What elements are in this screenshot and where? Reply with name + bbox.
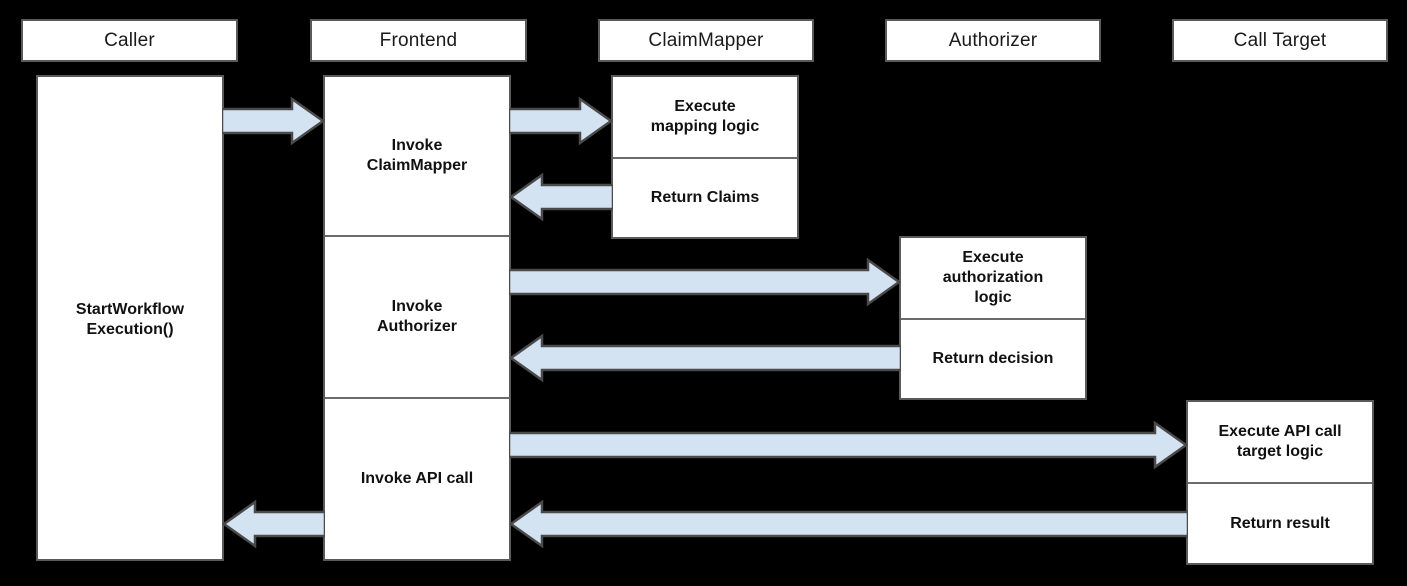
activation-frontend-invoke-api-call-line1: Invoke API call [360,470,474,487]
message-arrow-invoke-claimmapper-call [509,97,613,145]
activation-authorizer-segment-execute-authorization-logic: Execute authorization logic [901,238,1085,318]
activation-frontend-invoke-authorizer-line1: Invoke [391,298,443,315]
lifeline-header-authorizer: Authorizer [885,19,1101,62]
activation-frontend-invoke-authorizer-line2: Authorizer [377,318,457,335]
lifeline-header-caller-label: Caller [104,29,155,51]
activation-frontend-invoke-claimmapper-line1: Invoke [391,137,443,154]
activation-claimmapper-execute-line2: mapping logic [650,118,760,135]
activation-frontend-invoke-claimmapper-line2: ClaimMapper [366,157,468,174]
message-arrow-return-decision-response [509,334,901,382]
activation-caller: StartWorkflow Execution() [36,75,224,561]
activation-claimmapper-execute-line1: Execute [674,98,736,115]
lifeline-header-claimmapper-label: ClaimMapper [648,29,764,51]
activation-authorizer: Execute authorization logic Return decis… [899,236,1087,400]
lifeline-header-claimmapper: ClaimMapper [598,19,814,62]
activation-calltarget-execute-line2: target logic [1236,443,1324,460]
activation-authorizer-execute-line2: authorization [942,269,1044,286]
activation-authorizer-return-decision-line1: Return decision [932,350,1054,367]
message-arrow-invoke-api-call [509,421,1188,469]
message-arrow-return-claims-response [509,173,613,221]
lifeline-header-authorizer-label: Authorizer [948,29,1038,51]
activation-claimmapper-segment-execute-mapping-logic: Execute mapping logic [613,77,797,157]
activation-frontend-segment-invoke-authorizer: Invoke Authorizer [325,235,509,397]
activation-caller-line2: Execution() [86,321,174,338]
activation-frontend-segment-invoke-claimmapper: Invoke ClaimMapper [325,77,509,235]
activation-authorizer-execute-line3: logic [974,289,1012,306]
activation-claimmapper-segment-return-claims: Return Claims [613,157,797,237]
lifeline-header-calltarget-label: Call Target [1233,29,1327,51]
lifeline-header-caller: Caller [21,19,238,62]
activation-calltarget-execute-line1: Execute API call [1218,423,1342,440]
activation-calltarget-return-result-line1: Return result [1230,514,1330,532]
message-arrow-start-workflow-execution-call [222,97,325,145]
activation-authorizer-execute-line1: Execute [962,249,1024,266]
activation-frontend-segment-invoke-api-call: Invoke API call [325,397,509,559]
activation-caller-segment-start-workflow: StartWorkflow Execution() [38,77,222,563]
activation-caller-line1: StartWorkflow [75,301,185,318]
activation-calltarget-segment-return-result: Return result [1188,482,1372,563]
activation-calltarget-segment-execute-api-call-target-logic: Execute API call target logic [1188,402,1372,482]
activation-authorizer-segment-return-decision: Return decision [901,318,1085,398]
message-arrow-return-result-response [509,500,1188,548]
lifeline-header-calltarget: Call Target [1172,19,1388,62]
lifeline-header-frontend-label: Frontend [379,29,458,51]
activation-claimmapper: Execute mapping logic Return Claims [611,75,799,239]
message-arrow-invoke-authorizer-call [509,258,901,306]
message-arrow-return-to-caller-response [222,500,325,548]
activation-frontend: Invoke ClaimMapper Invoke Authorizer Inv… [323,75,511,561]
activation-claimmapper-return-claims-line1: Return Claims [650,189,760,206]
activation-calltarget: Execute API call target logic Return res… [1186,400,1374,565]
lifeline-header-frontend: Frontend [310,19,527,62]
